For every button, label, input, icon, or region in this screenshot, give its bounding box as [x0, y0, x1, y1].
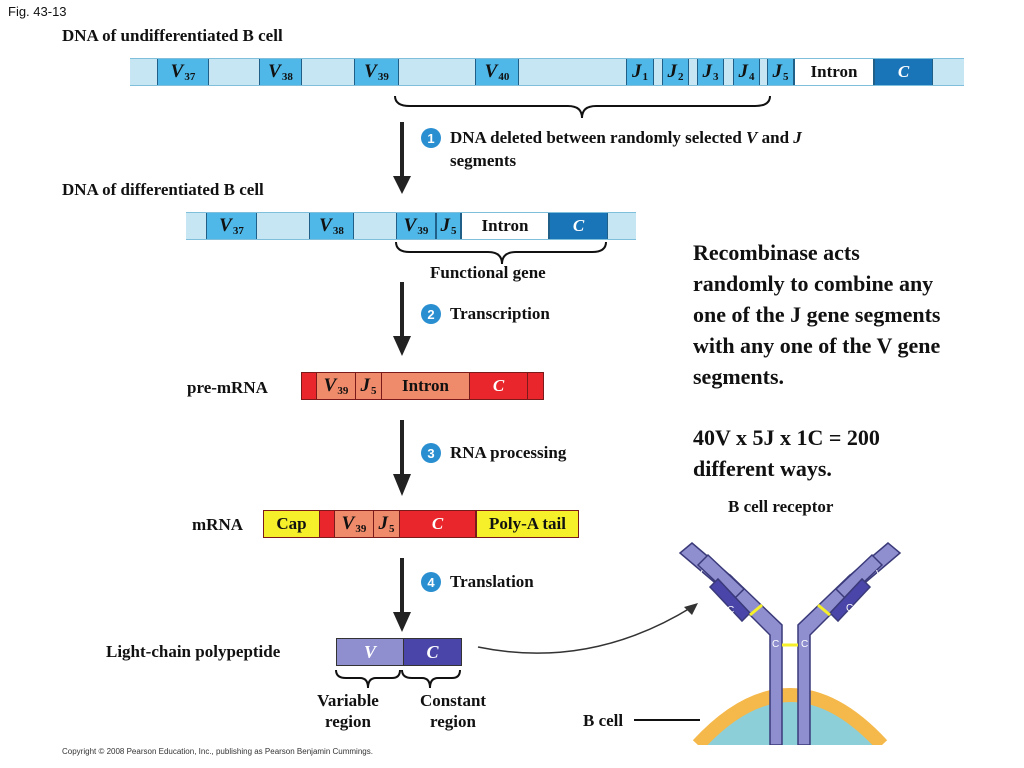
undifferentiated-dna-strand: V37 V38 V39 V40 J1 J2 J3 J4 J5 Intron C	[130, 58, 964, 86]
step3-number: 3	[421, 443, 441, 463]
light-chain-right-c	[828, 577, 872, 623]
v37-segment: V37	[206, 213, 257, 239]
figure-label: Fig. 43-13	[8, 4, 67, 19]
differentiated-dna-strand: V37 V38 V39 J5 Intron C	[186, 212, 636, 240]
cap-segment: Cap	[264, 511, 320, 537]
v40-segment: V40	[475, 59, 519, 85]
light-chain-polypeptide: V C	[336, 638, 462, 666]
step2-arrow	[393, 282, 411, 356]
b-cell-receptor: V V C C V V C C	[678, 542, 902, 745]
constant-domain: C	[404, 639, 461, 665]
heavy-left-v-label: V	[719, 549, 726, 560]
b-cell-leader-line	[634, 719, 700, 721]
mrna-v39-segment: V39	[334, 511, 374, 537]
j5-segment: J5	[436, 213, 461, 239]
light-chain-left-c	[708, 577, 752, 623]
step3-text: RNA processing	[450, 443, 567, 462]
poly-a-tail-segment: Poly-A tail	[476, 511, 578, 537]
combination-calculation: 40V x 5J x 1C = 200 different ways.	[693, 425, 880, 481]
v37-segment: V37	[157, 59, 209, 85]
step2-number: 2	[421, 304, 441, 324]
mrna-constant-segment: C	[400, 511, 476, 537]
j3-segment: J3	[697, 59, 724, 85]
step1-text-line2: segments	[450, 151, 517, 170]
undifferentiated-dna-title: DNA of undifferentiated B cell	[62, 26, 283, 45]
j2-segment: J2	[662, 59, 689, 85]
light-right-c-label: C	[846, 603, 853, 614]
variable-domain: V	[337, 639, 404, 665]
receptor-title: B cell receptor	[728, 497, 834, 516]
copyright-notice: Copyright © 2008 Pearson Education, Inc.…	[62, 747, 373, 756]
v38-segment: V38	[259, 59, 302, 85]
constant-segment: C	[549, 213, 608, 239]
intron-segment: Intron	[461, 213, 549, 239]
recombinase-explanation: Recombinase acts randomly to combine any…	[693, 240, 941, 389]
step3-arrow	[393, 420, 411, 496]
functional-gene-label: Functional gene	[430, 263, 546, 282]
step2-text: Transcription	[450, 304, 550, 323]
pre-mrna-strand: V39 J5 Intron C	[301, 372, 544, 400]
j1-segment: J1	[626, 59, 654, 85]
intron-segment: Intron	[794, 59, 874, 85]
heavy-left-c-label: C	[772, 639, 779, 650]
cell-membrane	[692, 688, 888, 745]
functional-gene-brace	[395, 241, 607, 265]
step1-arrow	[393, 122, 411, 194]
light-left-v-label: V	[696, 569, 703, 580]
pre-mrna-v39-segment: V39	[316, 373, 356, 399]
constant-segment: C	[874, 59, 933, 85]
heavy-right-c-label: C	[801, 639, 808, 650]
mrna-strand: Cap V39 J5 C Poly-A tail	[263, 510, 579, 538]
j5-segment: J5	[767, 59, 794, 85]
step4-text: Translation	[450, 572, 534, 591]
v38-segment: V38	[309, 213, 354, 239]
step1-text-line1: DNA deleted between randomly selected V …	[450, 128, 802, 147]
differentiated-dna-title: DNA of differentiated B cell	[62, 180, 264, 199]
mrna-j5-segment: J5	[374, 511, 400, 537]
deletion-brace	[394, 95, 771, 119]
polypeptide-label: Light-chain polypeptide	[106, 642, 281, 661]
v39-segment: V39	[354, 59, 399, 85]
b-cell-label: B cell	[583, 711, 624, 730]
v39-segment: V39	[396, 213, 436, 239]
pre-mrna-intron-segment: Intron	[382, 373, 470, 399]
pre-mrna-constant-segment: C	[470, 373, 528, 399]
step1-number: 1	[421, 128, 441, 148]
region-braces	[335, 669, 461, 689]
step4-number: 4	[421, 572, 441, 592]
light-left-c-label: C	[727, 605, 734, 616]
pre-mrna-j5-segment: J5	[356, 373, 382, 399]
step4-arrow	[393, 558, 411, 632]
mrna-label: mRNA	[192, 515, 243, 534]
j4-segment: J4	[733, 59, 760, 85]
to-receptor-arrow	[477, 603, 698, 654]
pre-mrna-label: pre-mRNA	[187, 378, 268, 397]
light-right-v-label: V	[876, 569, 883, 580]
heavy-right-v-label: V	[852, 549, 859, 560]
